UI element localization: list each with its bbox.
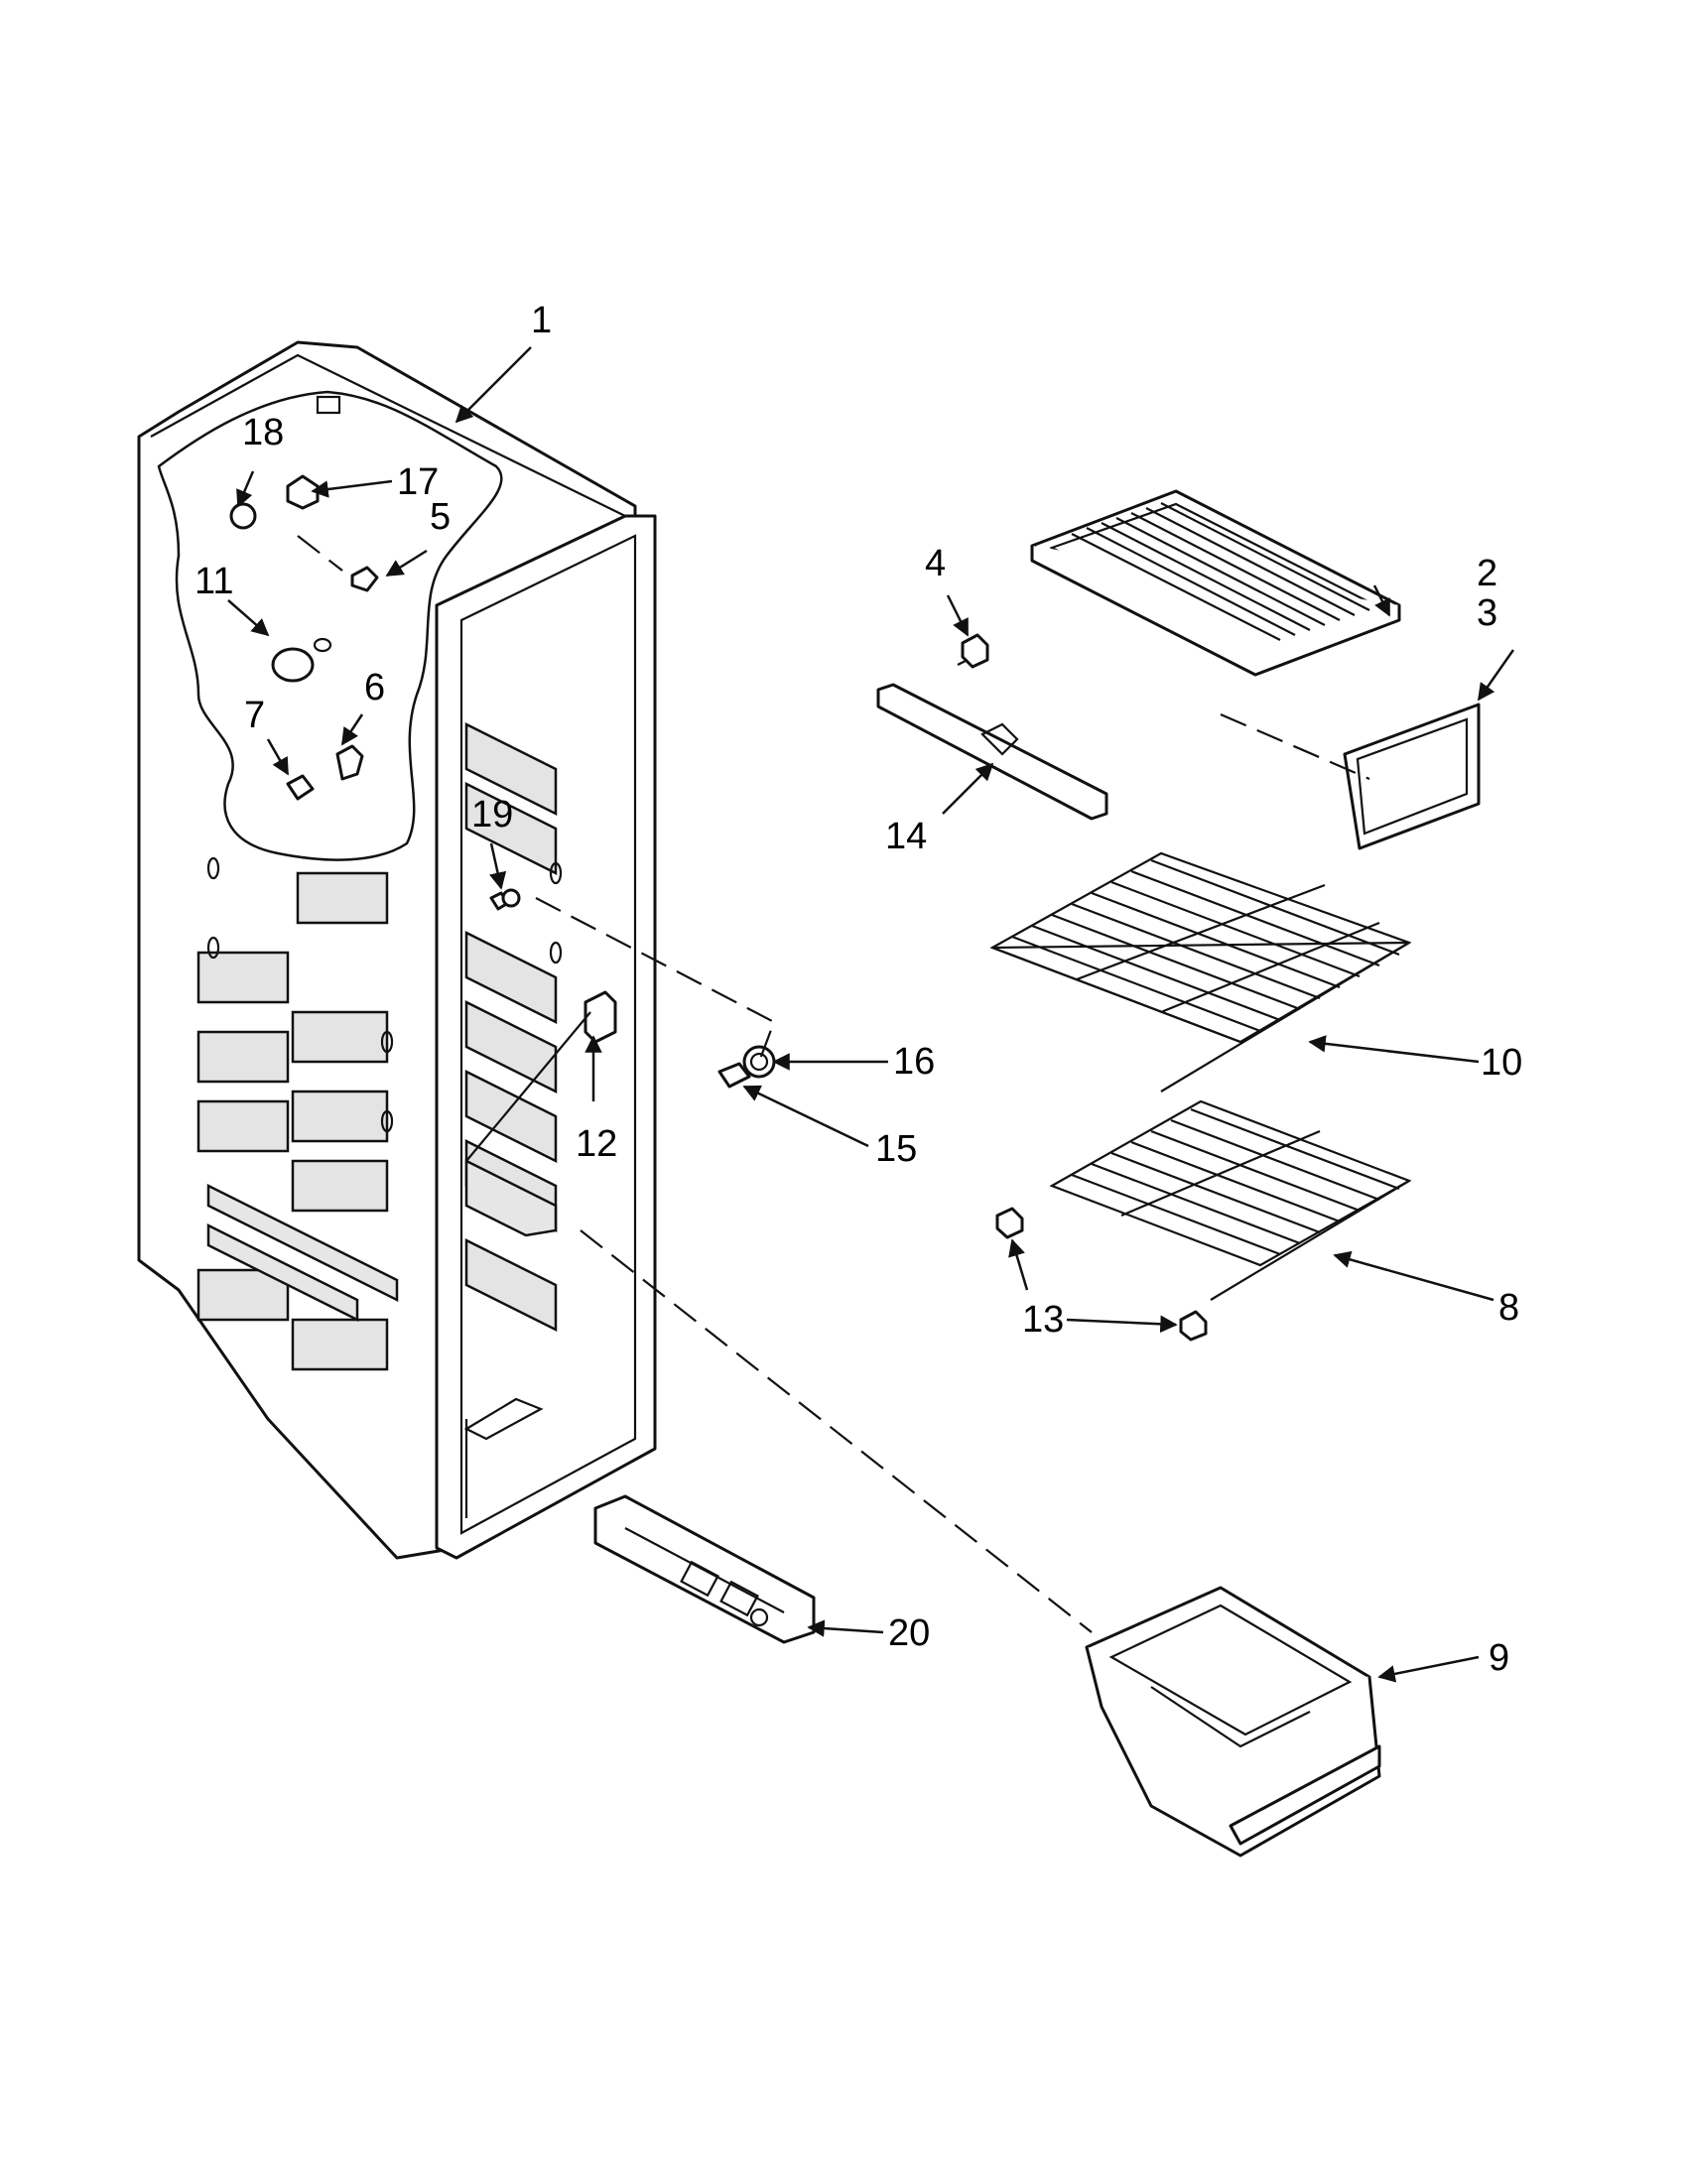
callout-20: 20 bbox=[888, 1612, 930, 1654]
callout-12: 12 bbox=[576, 1123, 617, 1165]
shelf-trim bbox=[1343, 703, 1481, 850]
freezer-liner bbox=[137, 340, 657, 1560]
callout-15: 15 bbox=[875, 1128, 917, 1170]
callout-labels: 1 2 3 4 5 6 7 8 9 10 11 12 13 14 15 16 1… bbox=[195, 300, 1522, 1679]
crisper-bin bbox=[1085, 1586, 1381, 1858]
callout-18: 18 bbox=[242, 412, 284, 453]
light-socket bbox=[717, 1045, 776, 1089]
callout-13: 13 bbox=[1022, 1299, 1064, 1341]
callout-1: 1 bbox=[531, 300, 552, 341]
shelf-bracket bbox=[876, 683, 1108, 821]
shelf-frame bbox=[1030, 489, 1401, 677]
callout-16: 16 bbox=[893, 1041, 935, 1083]
switch-part-12 bbox=[584, 990, 617, 1044]
callout-9: 9 bbox=[1489, 1637, 1509, 1679]
callout-4: 4 bbox=[925, 543, 946, 584]
callout-3: 3 bbox=[1477, 592, 1497, 634]
screw-part-4 bbox=[957, 633, 989, 669]
cutaway-components bbox=[229, 474, 379, 801]
callout-14: 14 bbox=[885, 816, 927, 857]
callout-10: 10 bbox=[1481, 1042, 1522, 1084]
callout-7: 7 bbox=[244, 695, 265, 736]
callout-5: 5 bbox=[430, 496, 451, 538]
wire-shelf-upper bbox=[989, 851, 1412, 1092]
callout-19: 19 bbox=[471, 794, 513, 835]
assembly-lines bbox=[297, 535, 1370, 1633]
leader-lines bbox=[227, 346, 1515, 1683]
callout-2: 2 bbox=[1477, 553, 1497, 594]
callout-8: 8 bbox=[1498, 1287, 1519, 1329]
screw-part-19 bbox=[489, 888, 521, 911]
lower-housing-part-20 bbox=[593, 1494, 816, 1644]
shelf-end-caps bbox=[995, 1207, 1208, 1342]
wire-shelf-lower bbox=[1049, 1099, 1412, 1301]
callout-11: 11 bbox=[195, 561, 233, 602]
callout-6: 6 bbox=[364, 667, 385, 708]
callout-17: 17 bbox=[397, 461, 439, 503]
